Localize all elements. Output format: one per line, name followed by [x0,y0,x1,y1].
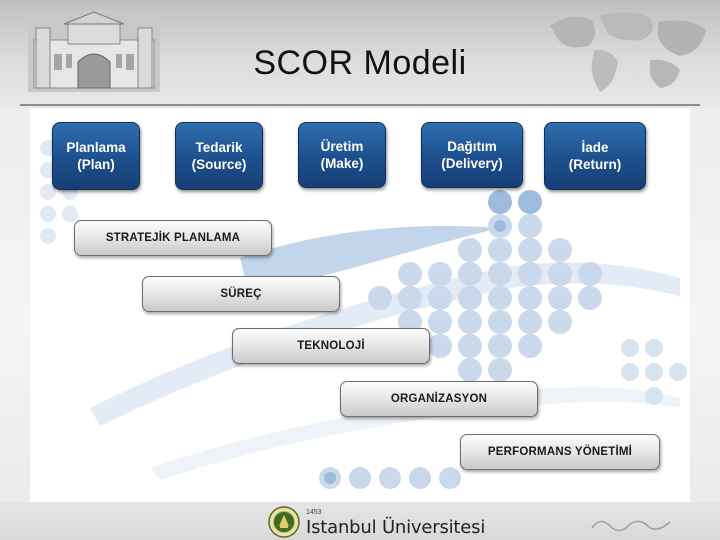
signature-decoration [591,520,671,532]
process-box-return: İade (Return) [544,122,646,190]
world-map-decoration [550,12,706,92]
scor-diagram-panel: Planlama (Plan) Tedarik (Source) Üretim … [30,108,690,502]
layer-technology: TEKNOLOJİ [232,328,430,364]
process-box-source: Tedarik (Source) [175,122,263,190]
process-sublabel: (Plan) [77,157,115,172]
process-sublabel: (Delivery) [441,156,503,171]
university-seal-logo [268,506,300,538]
layer-organization: ORGANİZASYON [340,381,538,417]
process-label: Planlama [66,140,126,155]
process-label: Üretim [320,139,364,154]
university-gate-illustration [28,10,160,92]
process-sublabel: (Make) [320,156,364,171]
process-sublabel: (Source) [191,157,247,172]
process-box-plan: Planlama (Plan) [52,122,140,190]
process-box-delivery: Dağıtım (Delivery) [421,122,523,188]
layer-strategic-planning: STRATEJİK PLANLAMA [74,220,272,256]
university-name: Istanbul Üniversitesi [306,517,486,538]
process-label: Tedarik [195,140,243,155]
founding-year: 1453 [306,509,322,516]
layer-performance-management: PERFORMANS YÖNETİMİ [460,434,660,470]
process-label: İade [581,140,609,155]
slide-title: SCOR Modeli [253,44,467,82]
process-box-make: Üretim (Make) [298,122,386,188]
process-sublabel: (Return) [568,157,622,172]
layer-process: SÜREÇ [142,276,340,312]
process-label: Dağıtım [447,139,497,154]
header-divider [20,104,700,106]
